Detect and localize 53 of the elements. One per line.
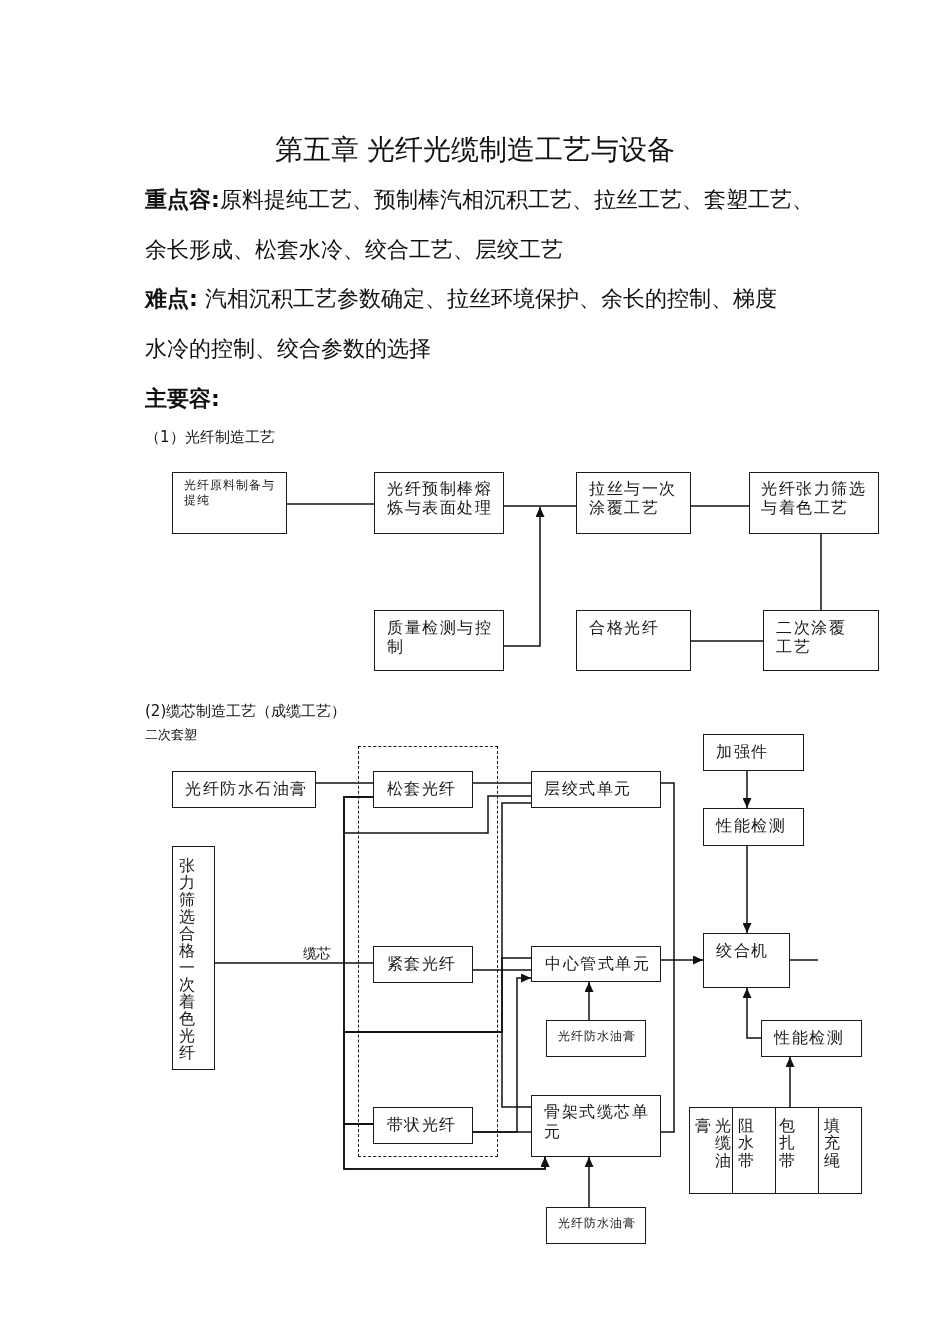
subheading: 二次套塑 xyxy=(145,726,197,744)
connector-line xyxy=(214,962,374,964)
arrow xyxy=(503,506,545,647)
difficulties-paragraph: 难点: 汽相沉积工艺参数确定、拉丝环境保护、余长的控制、梯度水冷的控制、绞合参数的选择 xyxy=(145,285,778,363)
process-box: 骨架式缆芯单元 xyxy=(531,1095,661,1157)
process-box: 加强件 xyxy=(703,734,804,771)
subsection-heading: (2)缆芯制造工艺（成缆工艺） xyxy=(145,701,347,721)
process-box: 层绞式单元 xyxy=(531,771,661,808)
section-heading: 主要容: xyxy=(145,385,220,413)
process-box: 紧套光纤 xyxy=(372,945,473,983)
connector-line xyxy=(789,959,819,961)
process-box: 带状光纤 xyxy=(372,1106,473,1144)
process-box: 绞合机 xyxy=(703,933,790,988)
connector-line xyxy=(820,533,822,611)
process-box: 光纤预制棒熔炼与表面处理 xyxy=(374,472,504,534)
connector-line xyxy=(286,503,375,505)
arrow xyxy=(742,845,752,934)
connector-line xyxy=(660,782,675,1133)
connector-line xyxy=(315,782,374,784)
connector-line xyxy=(472,969,532,971)
arrow xyxy=(343,1123,550,1170)
page-title: 第五章 光纤光缆制造工艺与设备 xyxy=(274,132,676,168)
arrow xyxy=(785,1056,795,1108)
process-box: 二次涂覆工艺 xyxy=(763,610,879,671)
process-box: 合格光纤 xyxy=(576,610,691,671)
process-box: 光纤原料制备与提纯 xyxy=(172,472,287,534)
arrow xyxy=(742,770,752,809)
edge-label: 缆芯 xyxy=(303,946,331,961)
subsection-heading: （1）光纤制造工艺 xyxy=(145,427,275,447)
arrow xyxy=(584,1156,594,1208)
connector-line xyxy=(503,505,577,507)
process-box: 拉丝与一次涂覆工艺 xyxy=(576,472,691,534)
process-box: 中心管式单元 xyxy=(531,946,661,982)
process-box: 性能检测 xyxy=(703,808,804,846)
process-box: 质量检测与控制 xyxy=(374,610,504,671)
process-box: 松套光纤 xyxy=(372,770,473,808)
arrow xyxy=(742,987,762,1039)
vertical-text-box: 张力筛选合格一次着色光纤 xyxy=(172,846,215,1070)
connector-line xyxy=(343,1031,532,1125)
connector-line xyxy=(343,795,532,834)
connector-line xyxy=(472,782,532,784)
process-box: 性能检测 xyxy=(761,1020,862,1057)
process-box: 光纤防水石油膏 xyxy=(172,771,316,808)
connector-line xyxy=(472,1131,532,1133)
process-box: 光纤张力筛选与着色工艺 xyxy=(749,472,879,534)
connector-line xyxy=(690,505,750,507)
arrow xyxy=(660,955,704,965)
connector-line xyxy=(690,640,764,642)
dashed-group-frame xyxy=(358,746,498,1157)
process-box: 光纤防水油膏 xyxy=(546,1207,646,1244)
arrow xyxy=(584,981,594,1021)
key-points-paragraph: 重点容:原料提纯工艺、预制棒汽相沉积工艺、拉丝工艺、套塑工艺、余长形成、松套水冷、绞合工艺、层绞工艺 xyxy=(145,186,815,264)
process-box: 光纤防水油膏 xyxy=(546,1020,646,1057)
